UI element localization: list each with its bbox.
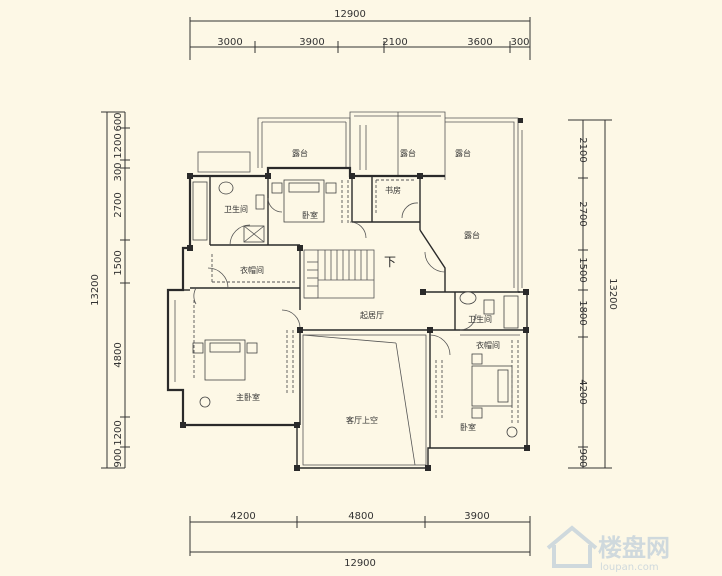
bedroom-1-furniture [271, 179, 349, 225]
right-total-dimension: 13200 [607, 278, 618, 310]
left-total-dimension: 13200 [90, 274, 101, 306]
room-label-bathroom-2: 卫生间 [468, 314, 492, 324]
top-segment-3: 2100 [382, 37, 407, 48]
stair-treads [307, 250, 374, 287]
top-segment-2: 3900 [299, 37, 324, 48]
bathroom-2-fixtures [459, 291, 519, 329]
room-label-terrace-4: 露台 [464, 230, 480, 240]
room-label-hall: 起居厅 [360, 311, 384, 320]
left-segment-2: 1200 [113, 133, 124, 158]
room-label-bedroom-2: 主卧室 [236, 392, 260, 402]
right-segment-5: 4200 [577, 379, 588, 404]
room-label-closet-2: 衣帽间 [476, 340, 500, 350]
bathroom-1-fixtures [192, 181, 265, 243]
left-segment-3: 300 [113, 162, 124, 181]
top-segment-5: 300 [510, 37, 529, 48]
left-segment-4: 2700 [113, 192, 124, 217]
top-total-dimension: 12900 [334, 9, 366, 20]
closet-fixtures [211, 254, 296, 283]
room-label-terrace-3: 露台 [455, 148, 471, 158]
top-dimension-chain: 12900 3000 3900 2100 3600 300 [189, 9, 531, 60]
left-segment-8: 900 [113, 448, 124, 467]
door-swings [193, 197, 477, 356]
room-label-bedroom-3: 卧室 [460, 422, 476, 432]
left-segment-5: 1500 [113, 250, 124, 275]
bedroom-2-furniture [174, 300, 294, 408]
right-segment-4: 1800 [577, 300, 588, 325]
left-segment-7: 1200 [113, 420, 124, 445]
bottom-segment-1: 4200 [230, 511, 255, 522]
study-furniture [375, 179, 415, 215]
right-segment-3: 1500 [577, 257, 588, 282]
right-segment-2: 2700 [577, 201, 588, 226]
bottom-segment-2: 4800 [348, 511, 373, 522]
bottom-dimension-chain: 4200 4800 3900 12900 [189, 511, 531, 569]
room-label-bedroom-1: 卧室 [302, 210, 318, 220]
right-segment-6: 900 [577, 448, 588, 467]
void-area [302, 334, 427, 466]
watermark-url: loupan.com [600, 562, 659, 573]
staircase: 下 [303, 249, 396, 299]
room-label-terrace-1: 露台 [292, 148, 308, 158]
room-label-study: 书房 [385, 185, 401, 195]
left-dimension-chain: 13200 600 1200 300 2700 1500 4800 1200 9… [90, 111, 130, 469]
top-segment-4: 3600 [467, 37, 492, 48]
columns [180, 118, 530, 471]
right-segment-1: 2100 [577, 137, 588, 162]
top-segment-1: 3000 [217, 37, 242, 48]
bottom-segment-3: 3900 [464, 511, 489, 522]
house-logo-icon [546, 525, 598, 568]
watermark-text: 楼盘网 [598, 534, 670, 562]
right-dimension-chain: 2100 2700 1500 1800 4200 900 13200 [568, 119, 618, 469]
terrace-walls [197, 111, 523, 292]
room-label-bathroom-1: 卫生间 [224, 204, 248, 214]
watermark: 楼盘网 loupan.com [546, 525, 670, 573]
room-labels: 露台 露台 露台 露台 卫生间 卧室 书房 衣帽间 起居厅 主卧室 卫生间 衣帽… [224, 148, 500, 432]
room-label-terrace-2: 露台 [400, 148, 416, 158]
stair-direction-label: 下 [384, 255, 396, 269]
room-label-closet: 衣帽间 [240, 265, 264, 275]
left-segment-1: 600 [113, 112, 124, 131]
bottom-total-dimension: 12900 [344, 558, 376, 569]
interior-walls [190, 176, 527, 448]
bedroom-3-furniture [435, 334, 520, 438]
room-label-void: 客厅上空 [346, 415, 378, 425]
left-segment-6: 4800 [113, 342, 124, 367]
